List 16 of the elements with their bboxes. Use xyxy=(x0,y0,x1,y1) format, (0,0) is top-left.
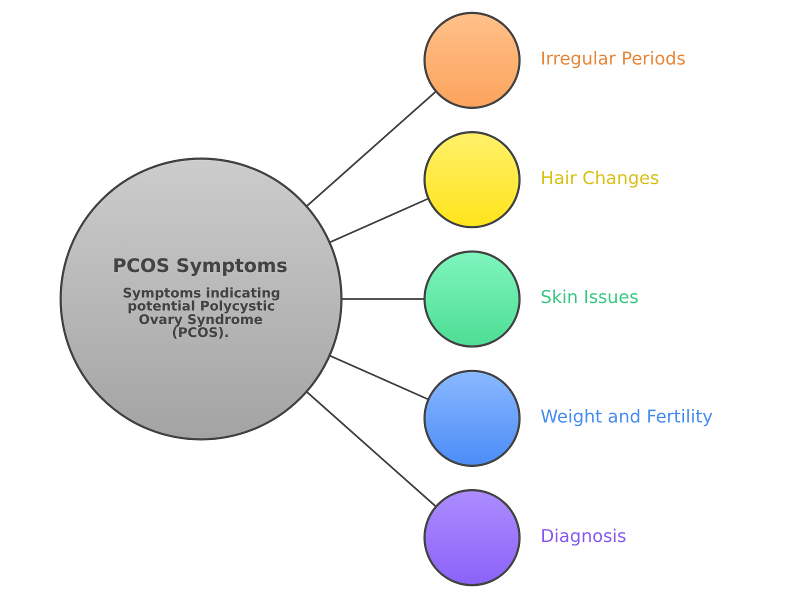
node-circle xyxy=(423,12,521,109)
connector xyxy=(306,90,436,207)
node-circle xyxy=(423,250,521,348)
connector xyxy=(330,354,429,400)
node-circle xyxy=(423,489,521,586)
node-label: Hair Changes xyxy=(540,168,660,189)
connector xyxy=(330,198,429,244)
node-label: Weight and Fertility xyxy=(540,408,713,428)
node-label: Diagnosis xyxy=(540,526,626,547)
node-circle xyxy=(423,131,521,228)
node-label: Skin Issues xyxy=(540,288,639,308)
connector xyxy=(306,391,436,508)
connector xyxy=(342,298,424,300)
node-circle: PCOS Symptoms Symptoms indicating potential Polycystic Ovary Syndrome (PCOS). xyxy=(60,158,343,440)
node-circle xyxy=(423,370,521,467)
node-label: Irregular Periods xyxy=(540,50,686,70)
